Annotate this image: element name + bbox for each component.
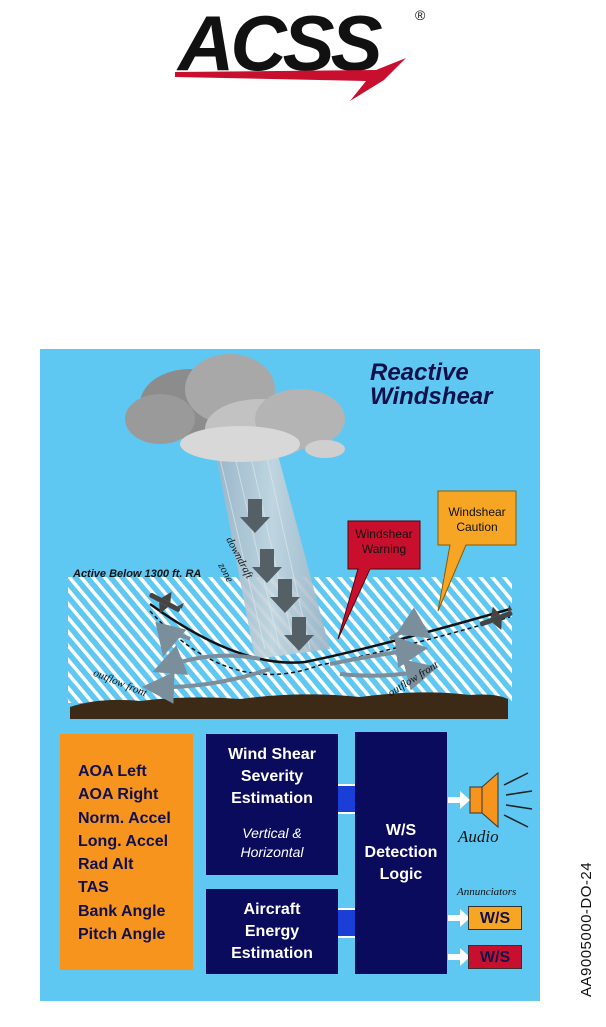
detection-line3: Logic	[379, 866, 423, 883]
input-item: AOA Right	[78, 786, 159, 804]
acss-logo: ACSS ®	[175, 0, 426, 101]
severity-estimation-box: Wind Shear Severity Estimation Vertical …	[206, 734, 338, 875]
energy-line1: Aircraft	[243, 901, 301, 918]
input-item: TAS	[78, 879, 109, 897]
warning-callout-line2: Warning	[361, 542, 407, 556]
energy-estimation-box: Aircraft Energy Estimation	[206, 889, 338, 974]
title-line-1: Reactive	[370, 359, 469, 386]
title-line-2: Windshear	[370, 383, 493, 410]
severity-line3: Estimation	[231, 790, 313, 807]
logo-swoosh	[175, 58, 406, 101]
caution-callout-line2: Caution	[456, 520, 498, 534]
severity-sub2: Horizontal	[240, 844, 304, 860]
ground	[70, 692, 508, 719]
speaker-icon	[469, 771, 533, 829]
ws-caution-annunciator: W/S	[468, 906, 522, 930]
audio-label: Audio	[458, 827, 499, 846]
energy-line3: Estimation	[231, 945, 313, 962]
warning-callout-line1: Windshear	[355, 527, 413, 541]
energy-line2: Energy	[244, 923, 300, 940]
input-item: AOA Left	[78, 763, 147, 780]
flight-path	[149, 602, 511, 664]
warning-callout-text: Windshear Warning	[348, 527, 420, 557]
detection-line1: W/S	[385, 822, 417, 839]
registered-mark: ®	[415, 7, 426, 23]
storm-cloud	[125, 354, 345, 462]
input-item: Bank Angle	[78, 902, 166, 920]
input-item: Norm. Accel	[78, 809, 171, 827]
aircraft-icon	[149, 591, 184, 614]
ws-warning-annunciator: W/S	[468, 945, 522, 969]
severity-sub1: Vertical &	[242, 825, 302, 841]
aircraft-icon	[479, 604, 513, 631]
active-below-label: Active Below 1300 ft. RA	[73, 568, 202, 580]
detection-logic-box: W/S Detection Logic	[355, 732, 447, 974]
document-id: AA9005000-DO-24	[578, 861, 595, 997]
downdraft-arrows	[240, 499, 314, 651]
reactive-windshear-diagram: Reactive Windshear Active Below 1300 ft.…	[40, 349, 540, 1001]
diagram-title: Reactive Windshear	[370, 361, 540, 409]
windshear-warning-callout	[337, 520, 421, 640]
output-pointer-arrows	[448, 791, 470, 966]
sensor-inputs-box: AOA Left AOA Right Norm. Accel Long. Acc…	[60, 734, 193, 970]
annunciators-label: Annunciators	[457, 886, 517, 898]
caution-callout-line1: Windshear	[448, 505, 506, 519]
input-item: Long. Accel	[78, 832, 169, 850]
windshear-caution-callout	[437, 490, 517, 612]
caution-callout-text: Windshear Caution	[438, 505, 516, 535]
severity-line2: Severity	[240, 768, 304, 785]
severity-line1: Wind Shear	[228, 746, 316, 763]
detection-line2: Detection	[364, 844, 438, 861]
input-item: Rad Alt	[78, 856, 134, 874]
input-item: Pitch Angle	[78, 926, 166, 944]
